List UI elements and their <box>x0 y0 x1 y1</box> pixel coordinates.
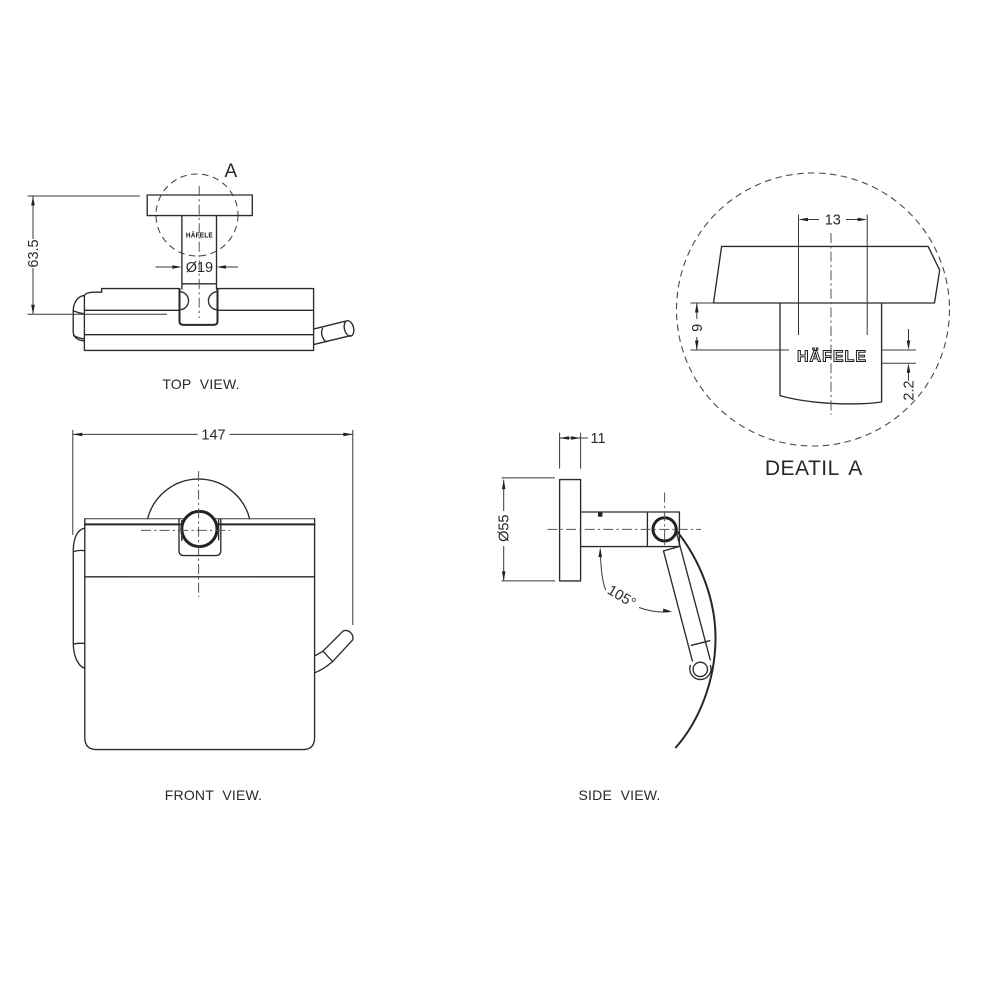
side-view-screw-mark <box>598 512 603 517</box>
dim-13-arrow-left <box>798 217 808 222</box>
dim-63-5-arrow-bottom <box>31 304 35 315</box>
front-view-label: FRONT VIEW. <box>165 787 262 803</box>
dim-11-text: 11 <box>591 431 606 447</box>
dim-63-5-lines <box>27 195 167 315</box>
detail-a-label: DEATIL A <box>765 457 863 480</box>
dim-63-5-text: 63.5 <box>26 239 42 267</box>
dim-o55-arrow-bottom <box>501 571 506 581</box>
top-view-stem-brand: HÄFELE <box>186 230 213 239</box>
dim-9-arrow-top <box>695 303 699 313</box>
dim-13-arrow-right <box>857 217 868 222</box>
side-view-cover-curve <box>674 530 717 749</box>
front-view: 147 FRONT VIEW. <box>72 427 354 803</box>
top-view-label: TOP VIEW. <box>162 376 239 392</box>
dim-9-arrow-bottom <box>695 340 699 350</box>
dim-147-lines <box>72 430 354 625</box>
front-view-cover-outline <box>84 518 316 751</box>
detail-a-view: HÄFELE 13 9 2.2 DEATIL A <box>675 172 951 480</box>
detail-a-circle <box>675 172 951 447</box>
dim-11-arrow-left <box>559 436 570 440</box>
top-view-spindle-tip <box>343 319 355 337</box>
top-view-bracket <box>178 288 219 326</box>
top-view-spindle <box>313 320 352 345</box>
side-view-roller-inner <box>692 661 709 678</box>
side-view-wall-plate <box>558 478 582 582</box>
side-view-flap <box>662 533 711 662</box>
top-view: A HÄFELE 63.5 Ø19 TOP VIEW. <box>26 161 355 392</box>
dim-o19-text: Ø19 <box>186 260 213 276</box>
top-view-hinge-bosses <box>178 291 219 311</box>
dim-o55-lines <box>501 477 555 582</box>
side-view-roller-outer <box>689 664 712 681</box>
dim-2-2-arrow-top <box>906 340 911 350</box>
front-view-spindle <box>314 629 354 674</box>
detail-a-plate-bar <box>712 245 941 304</box>
dim-o55-arrow-top <box>501 479 506 490</box>
dim-9-text: 9 <box>690 324 706 332</box>
detail-a-stem <box>779 302 883 405</box>
front-view-bracket <box>178 518 222 557</box>
dim-147-arrow-left <box>72 432 83 437</box>
dim-63-5-arrow-top <box>31 196 35 206</box>
detail-a-brand: HÄFELE <box>797 347 867 365</box>
dim-147-arrow-right <box>343 432 353 437</box>
dim-2-2-lines <box>881 329 916 381</box>
dim-9-lines <box>690 302 789 351</box>
top-view-roll-cap <box>72 294 86 342</box>
dim-105-arrow-end <box>662 608 672 613</box>
side-view-label: SIDE VIEW. <box>579 787 661 803</box>
dim-2-2-arrow-bottom <box>906 363 911 373</box>
front-view-stem-circle <box>180 509 219 549</box>
top-view-body-outline <box>83 287 315 352</box>
dim-o19-arrow-left <box>172 265 182 269</box>
detail-a-marker-label: A <box>224 161 237 182</box>
side-view: 11 Ø55 105° SIDE VIEW. <box>497 431 717 803</box>
dim-13-lines <box>798 214 868 335</box>
front-view-roll <box>72 527 86 669</box>
dim-11-arrow-right <box>571 436 581 440</box>
dim-2-2-text: 2.2 <box>902 380 918 400</box>
dim-105-text: 105° <box>604 582 638 611</box>
dim-o55-text: Ø55 <box>497 514 513 541</box>
dim-147-text: 147 <box>201 427 225 443</box>
top-view-wall-plate <box>146 194 253 217</box>
dim-13-text: 13 <box>825 213 841 229</box>
dim-o19-arrow-right <box>216 265 226 269</box>
dim-105-arrow-top <box>598 547 602 558</box>
